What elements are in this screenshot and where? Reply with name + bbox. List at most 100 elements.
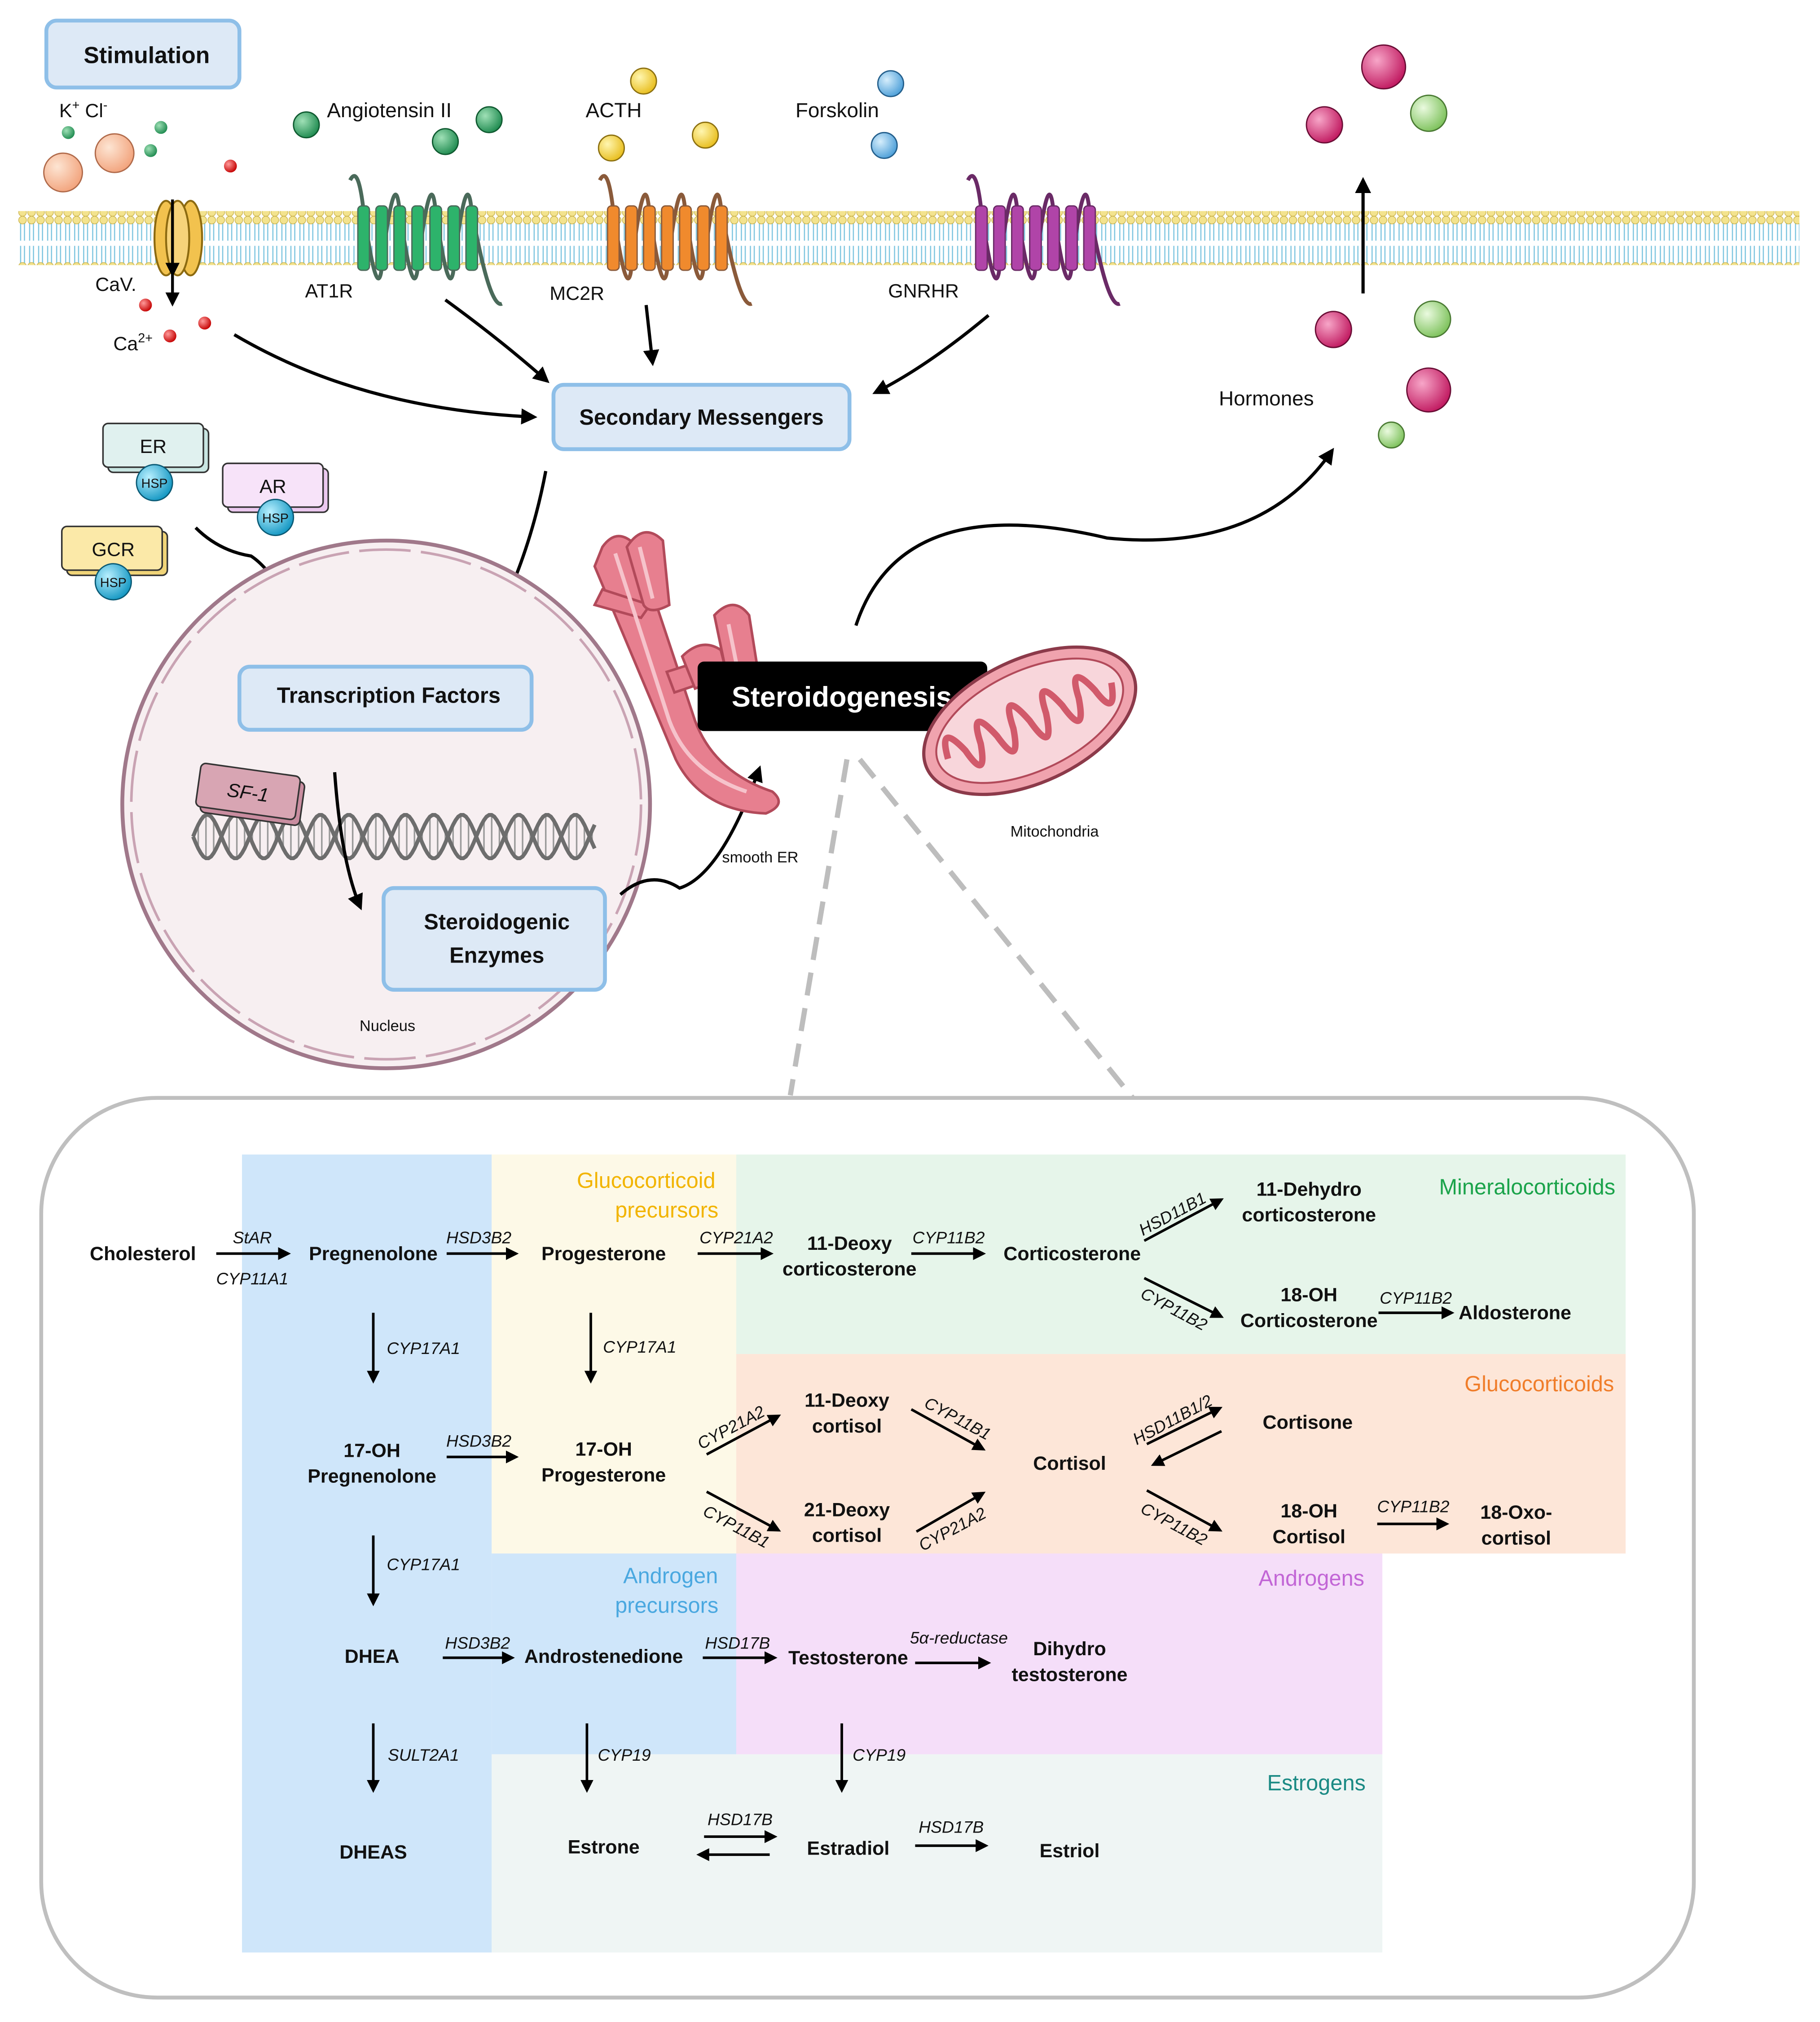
stimulation-box: Stimulation (44, 18, 242, 90)
compound-cholesterol: Cholesterol (90, 1243, 196, 1265)
zoom-lines (787, 757, 1135, 1100)
steroidogenesis-label: Steroidogenesis (732, 681, 952, 713)
reaction-arrows (216, 1198, 1455, 1861)
compound-dheas: DHEAS (339, 1842, 407, 1863)
nucleus-label: Nucleus (360, 1017, 415, 1034)
compound-dihydrotestosterone-2: testosterone (1011, 1664, 1127, 1685)
enzyme-cyp17a1-3: CYP17A1 (387, 1555, 460, 1574)
compound-cortisol: Cortisol (1033, 1453, 1106, 1474)
svg-text:GCR: GCR (92, 539, 135, 561)
compound-17-oh-pregnenolone-2: Pregnenolone (308, 1466, 436, 1487)
compound-11-dehydrocorticosterone-1: 11-Dehydro (1257, 1178, 1362, 1200)
compound-17-oh-pregnenolone-1: 17-OH (343, 1440, 400, 1461)
pathway-regions (242, 1154, 1626, 1953)
compound-17-oh-progesterone-2: Progesterone (541, 1464, 666, 1486)
er-receptor: ER HSP (102, 422, 210, 501)
compound-estrone: Estrone (568, 1836, 640, 1858)
enzyme-cyp17a1-2: CYP17A1 (603, 1337, 677, 1356)
compound-pregnenolone: Pregnenolone (309, 1243, 438, 1265)
enzyme-cyp11a1: CYP11A1 (216, 1269, 289, 1288)
ions-label: K+ Cl- (59, 98, 108, 122)
ion-particles (43, 121, 237, 193)
svg-text:HSP: HSP (100, 576, 127, 590)
at1r-receptor (348, 174, 503, 306)
mitochondria-label: Mitochondria (1011, 823, 1099, 840)
mitochondria (922, 645, 1138, 796)
enzyme-sult2a1: SULT2A1 (388, 1745, 459, 1764)
dna-helix (191, 813, 597, 860)
steroidogenic-enzymes-line1: Steroidogenic (424, 910, 570, 934)
enzyme-5a-reductase: 5α-reductase (910, 1628, 1008, 1647)
compound-18-oh-cortisol-1: 18-OH (1280, 1500, 1337, 1522)
compound-21-deoxycortisol-2: cortisol (812, 1525, 882, 1547)
compound-17-oh-progesterone-1: 17-OH (575, 1439, 632, 1460)
compound-dhea: DHEA (345, 1646, 400, 1667)
hormones-label: Hormones (1219, 387, 1314, 410)
compound-18-oxo-cortisol-1: 18-Oxo- (1480, 1502, 1552, 1523)
secondary-messengers-label: Secondary Messengers (579, 405, 823, 430)
compound-dihydrotestosterone-1: Dihydro (1033, 1638, 1106, 1660)
steroidogenic-enzymes-line2: Enzymes (449, 943, 544, 967)
enzyme-hsd3b2-1: HSD3B2 (446, 1228, 511, 1247)
compound-11-deoxycorticosterone-2: corticosterone (783, 1258, 917, 1280)
enzyme-cyp17a1-1: CYP17A1 (387, 1339, 460, 1358)
mc2r-receptor (598, 174, 752, 306)
compound-18-oxo-cortisol-2: cortisol (1481, 1527, 1551, 1549)
enzyme-hsd17b-2: HSD17B (708, 1810, 773, 1829)
at1r-label: AT1R (305, 280, 353, 302)
ar-receptor: AR HSP (222, 462, 329, 536)
smooth-er-label: smooth ER (722, 849, 798, 866)
compound-18-oh-cortisol-2: Cortisol (1273, 1526, 1345, 1547)
enzyme-cyp11b2-1: CYP11B2 (913, 1228, 985, 1247)
cell-membrane (18, 211, 1800, 265)
svg-text:AR: AR (259, 476, 286, 497)
angiotensin-particles (293, 106, 503, 155)
stimulation-label: Stimulation (84, 42, 210, 68)
compounds: Cholesterol Pregnenolone Progesterone 11… (90, 1178, 1571, 1863)
calcium-label: Ca2+ (113, 331, 153, 355)
forskolin-particles (870, 70, 905, 159)
compound-11-dehydrocorticosterone-2: corticosterone (1242, 1204, 1376, 1226)
enzyme-hsd17b-1: HSD17B (705, 1634, 770, 1653)
mineralocorticoids-label: Mineralocorticoids (1439, 1175, 1615, 1200)
gnrhr-label: GNRHR (888, 280, 959, 302)
steroidogenesis-box: Steroidogenesis (697, 661, 988, 731)
enzyme-cyp11b2-3: CYP11B2 (1380, 1288, 1452, 1307)
androgens-label: Androgens (1258, 1566, 1364, 1591)
acth-particles (598, 67, 719, 162)
calcium-particles (139, 299, 211, 343)
enzyme-hsd3b2-2: HSD3B2 (446, 1431, 511, 1450)
enzyme-cyp21a2-1: CYP21A2 (699, 1228, 773, 1247)
compound-progesterone: Progesterone (541, 1243, 666, 1265)
enzyme-cyp19-2: CYP19 (853, 1745, 906, 1764)
compound-11-deoxycortisol-2: cortisol (812, 1415, 882, 1437)
secondary-messengers-box: Secondary Messengers (551, 382, 852, 451)
cav-label: CaV. (95, 274, 136, 295)
compound-testosterone: Testosterone (788, 1647, 908, 1669)
mc2r-label: MC2R (550, 283, 604, 304)
svg-text:HSP: HSP (141, 477, 168, 491)
gnrhr-receptor (966, 174, 1121, 306)
transcription-factors-box: Transcription Factors (237, 664, 534, 732)
compound-11-deoxycorticosterone-1: 11-Deoxy (807, 1233, 892, 1254)
calcium-channel (153, 199, 203, 307)
hormone-particles (1306, 44, 1451, 449)
steroidogenic-enzymes-box: Steroidogenic Enzymes (382, 886, 607, 992)
compound-18-oh-corticosterone-1: 18-OH (1280, 1284, 1337, 1306)
estrogens-label: Estrogens (1267, 1771, 1366, 1795)
forskolin-label: Forskolin (796, 98, 879, 122)
compound-18-oh-corticosterone-2: Corticosterone (1240, 1310, 1378, 1332)
enzyme-cyp11b2-5: CYP11B2 (1377, 1497, 1450, 1516)
sf1-factor: SF-1 (195, 762, 306, 826)
signal-arrows (233, 299, 1334, 649)
transcription-factors-label: Transcription Factors (277, 683, 501, 708)
compound-corticosterone: Corticosterone (1003, 1243, 1141, 1265)
compound-estradiol: Estradiol (807, 1837, 889, 1859)
androgen-precursors-label-2: precursors (615, 1593, 718, 1618)
enzymes-to-steroidogenesis-arrow (619, 765, 763, 896)
tf-to-enzymes-arrow (333, 772, 363, 910)
glucocorticoid-precursors-label-1: Glucocorticoid (577, 1169, 716, 1193)
compound-estriol: Estriol (1040, 1840, 1100, 1862)
